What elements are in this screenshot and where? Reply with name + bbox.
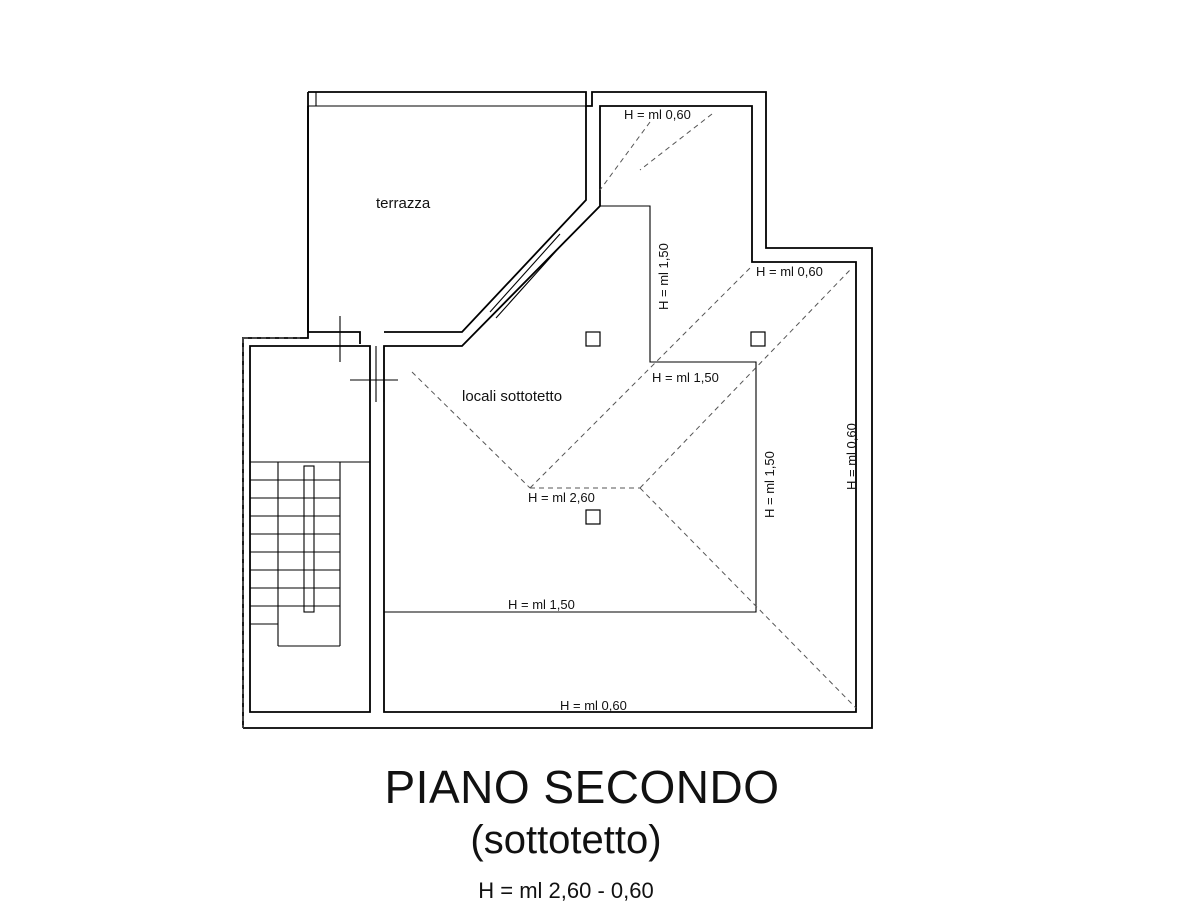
plan-title: PIANO SECONDO: [384, 761, 780, 813]
vent-2: [750, 331, 766, 347]
room-label-terrace: terrazza: [376, 195, 431, 212]
vent-1: [585, 331, 601, 347]
vent-3: [585, 509, 601, 525]
height-label-wall-vertical-upper: H = ml 1,50: [656, 243, 671, 310]
dashed-outline: [242, 337, 300, 728]
height-label-inner-vertical: H = ml 1,50: [762, 451, 777, 518]
height-label-right-upper: H = ml 0,60: [756, 264, 823, 279]
plan-height-range: H = ml 2,60 - 0,60: [478, 878, 654, 903]
height-label-top-room: H = ml 0,60: [624, 107, 691, 122]
height-label-inner-step: H = ml 1,50: [652, 370, 719, 385]
vents: [585, 331, 766, 525]
height-label-lower-line: H = ml 1,50: [508, 597, 575, 612]
inner-walls: [249, 105, 857, 713]
height-label-bottom: H = ml 0,60: [560, 698, 627, 713]
outer-walls: [242, 91, 873, 729]
room-label-attic: locali sottotetto: [462, 388, 562, 405]
roof-lines: [411, 113, 857, 709]
height-label-center-ridge: H = ml 2,60: [528, 490, 595, 505]
plan-subtitle: (sottotetto): [470, 818, 662, 862]
staircase: [250, 462, 341, 647]
height-label-right-vertical: H = ml 0,60: [844, 423, 859, 490]
